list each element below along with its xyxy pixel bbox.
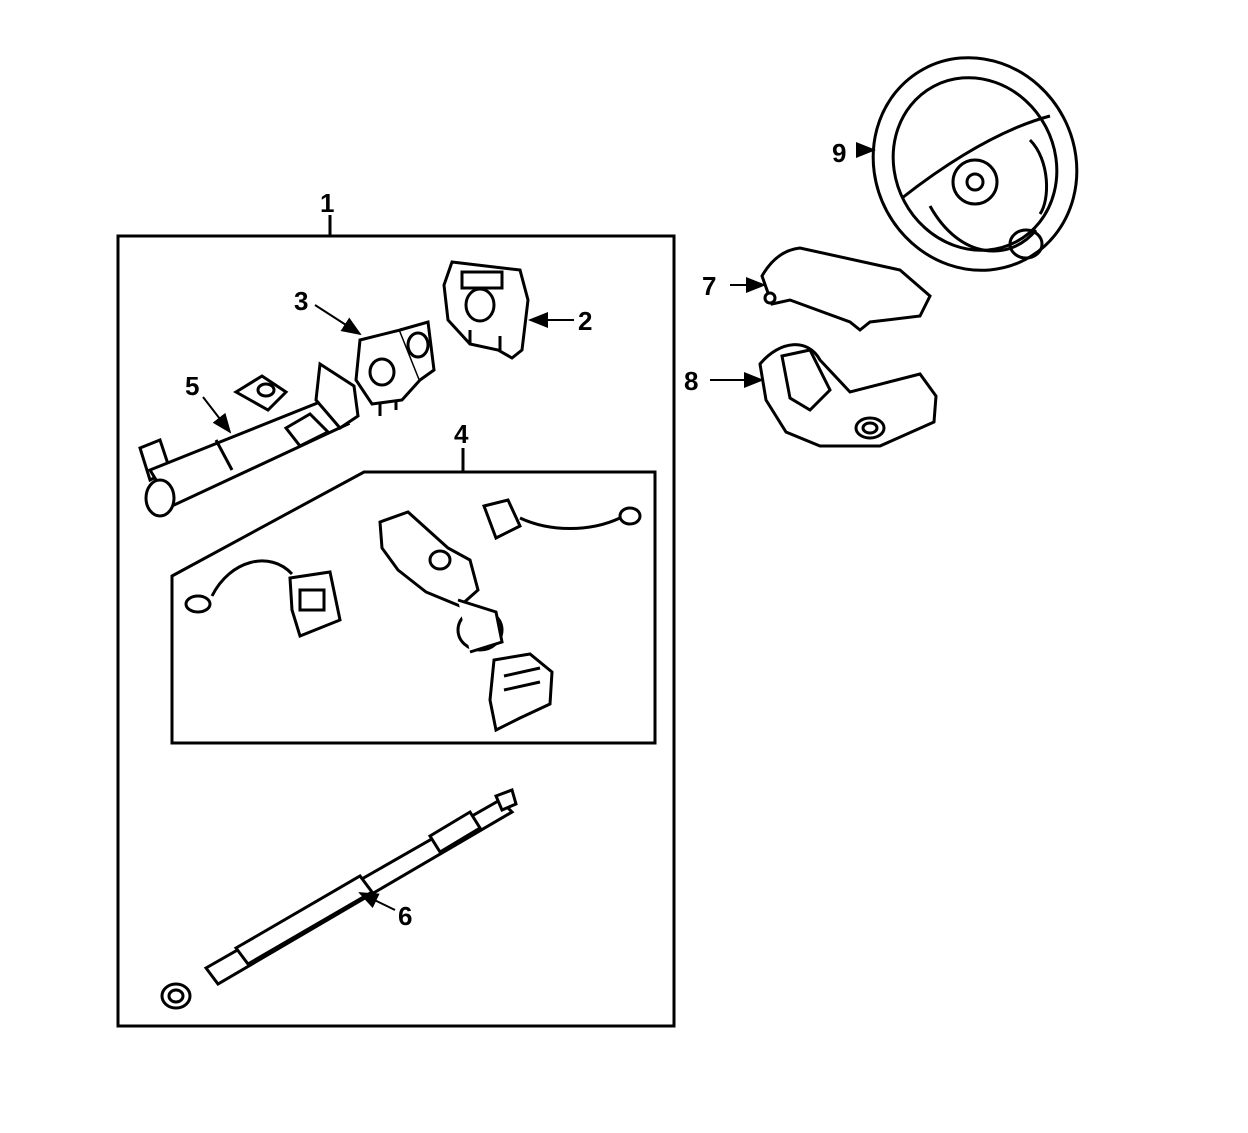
callout-2: 2 <box>578 306 592 336</box>
callout-4: 4 <box>454 419 469 449</box>
column-jacket-part <box>138 361 360 518</box>
lower-shroud-part <box>758 343 938 448</box>
subassembly-box <box>170 448 657 745</box>
callout-9: 9 <box>832 138 846 168</box>
callout-1: 1 <box>320 188 334 218</box>
callout-6: 6 <box>398 901 412 931</box>
assembly-box <box>116 215 676 1028</box>
steering-shaft-part <box>160 788 518 1010</box>
callout-7: 7 <box>702 271 716 301</box>
lock-housing-part <box>442 260 530 360</box>
sensor-connector-right <box>482 498 642 541</box>
callout-8: 8 <box>684 366 698 396</box>
callout-3: 3 <box>294 286 308 316</box>
ignition-switch-part <box>378 510 554 733</box>
sensor-connector-left <box>184 559 342 638</box>
upper-shroud-part <box>760 246 932 332</box>
callout-5: 5 <box>185 371 199 401</box>
steering-wheel-part <box>871 56 1079 272</box>
bracket-part <box>354 320 436 416</box>
